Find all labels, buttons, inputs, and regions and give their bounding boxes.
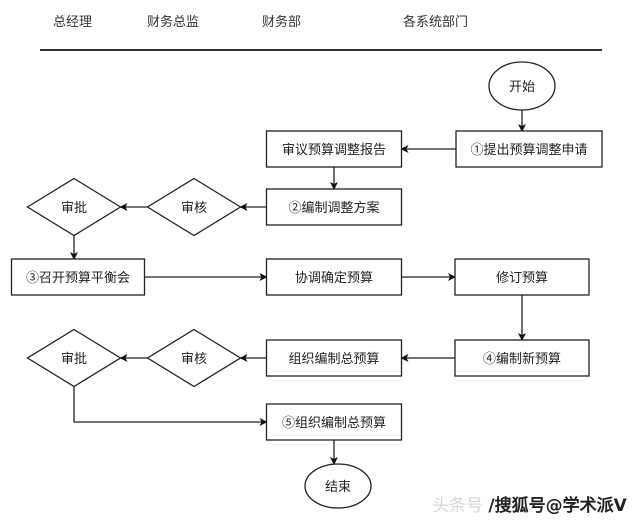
node-label: ②编制调整方案: [288, 200, 379, 216]
node-label: 审议预算调整报告: [282, 143, 386, 158]
process-box: [454, 339, 590, 377]
lane-header-finance-dept: 财务部: [262, 15, 302, 30]
node-audit-2: 审核: [146, 328, 242, 388]
node-label: 开始: [509, 80, 535, 95]
process-box: [265, 339, 403, 377]
process-box: [265, 403, 403, 441]
node-draft-plan: ②编制调整方案: [265, 188, 403, 226]
edge-approve-2-to-compile-total-final: [73, 386, 268, 426]
node-label: ④编制新预算: [483, 351, 561, 367]
node-label: 修订预算: [496, 271, 548, 286]
node-audit-1: 审核: [146, 177, 242, 237]
node-label: 结束: [325, 480, 351, 495]
node-submit-request: ①提出预算调整申请: [455, 130, 603, 168]
node-label: 审批: [61, 352, 87, 367]
node-label: ①提出预算调整申请: [470, 142, 587, 158]
lane-header-cfo: 财务总监: [147, 15, 200, 30]
node-label: 审核: [181, 352, 207, 367]
process-box: [454, 258, 590, 296]
node-label: ⑤组织编制总预算: [282, 416, 386, 431]
node-balance-meeting: ③召开预算平衡会: [10, 258, 146, 296]
watermark: 头条号 /搜狐号@学术派V: [432, 491, 627, 516]
decision-diamond: [26, 328, 122, 388]
process-box: [265, 130, 403, 168]
node-compile-total: 组织编制总预算: [265, 339, 403, 377]
nodes: 开始①提出预算调整申请审议预算调整报告②编制调整方案审核审批③召开预算平衡会协调…: [10, 61, 603, 509]
watermark-primary: 头条号: [432, 496, 483, 516]
node-approve-2: 审批: [26, 328, 122, 388]
node-label: 审核: [181, 201, 207, 216]
process-box: [265, 258, 403, 296]
terminator-ellipse: [488, 61, 556, 111]
lane-header-departments: 各系统部门: [403, 15, 469, 30]
node-review-report: 审议预算调整报告: [265, 130, 403, 168]
lane-header-general-manager: 总经理: [53, 15, 93, 30]
edges: [70, 110, 526, 465]
watermark-secondary: /搜狐号@学术派V: [488, 496, 627, 516]
node-coordinate-budget: 协调确定预算: [265, 258, 403, 296]
process-box: [265, 188, 403, 226]
decision-diamond: [146, 328, 242, 388]
node-start: 开始: [488, 61, 556, 111]
decision-diamond: [26, 177, 122, 237]
node-label: ③召开预算平衡会: [26, 271, 130, 286]
node-compile-total-final: ⑤组织编制总预算: [265, 403, 403, 441]
node-revise-budget: 修订预算: [454, 258, 590, 296]
process-box: [455, 130, 603, 168]
node-label: 协调确定预算: [295, 271, 373, 286]
decision-diamond: [146, 177, 242, 237]
node-new-budget: ④编制新预算: [454, 339, 590, 377]
process-box: [10, 258, 146, 296]
node-end: 结束: [304, 463, 372, 509]
node-label: 组织编制总预算: [288, 352, 379, 367]
node-approve-1: 审批: [26, 177, 122, 237]
node-label: 审批: [61, 201, 87, 216]
terminator-ellipse: [304, 463, 372, 509]
